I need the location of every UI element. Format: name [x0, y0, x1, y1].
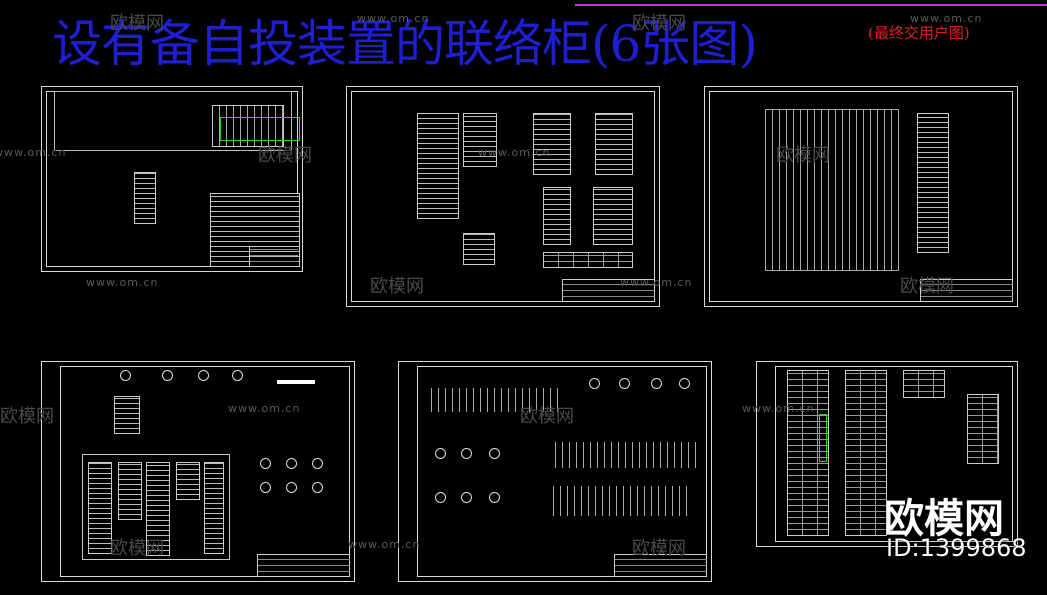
watermark-url: www.om.cn — [910, 12, 983, 25]
drawing-sheet-5[interactable] — [398, 361, 712, 582]
watermark-url: www.om.cn — [742, 402, 815, 415]
drawing-sheet-1[interactable] — [41, 86, 303, 272]
page-subtitle: (最终交用户图) — [868, 24, 970, 42]
watermark-brand: 欧模网 — [632, 538, 686, 559]
watermark-brand: 欧模网 — [0, 406, 54, 427]
watermark-brand: 欧模网 — [900, 276, 954, 297]
page-title: 设有备自投装置的联络柜(6张图) — [52, 15, 758, 73]
drawing-sheet-6[interactable] — [756, 361, 1018, 547]
asset-id: ID:1399868 — [886, 534, 1027, 562]
watermark-url: www.om.cn — [348, 538, 421, 551]
watermark-url: www.om.cn — [478, 146, 551, 159]
drawing-sheet-3[interactable] — [704, 86, 1018, 307]
drawing-sheet-4[interactable] — [41, 361, 355, 582]
drawing-sheet-2[interactable] — [346, 86, 660, 307]
watermark-brand: 欧模网 — [258, 145, 312, 166]
watermark-brand: 欧模网 — [370, 276, 424, 297]
watermark-url: www.om.cn — [620, 276, 693, 289]
watermark-url: www.om.cn — [228, 402, 301, 415]
brand-logo: 欧模网 — [884, 496, 1004, 542]
highlight-box — [819, 414, 827, 462]
highlight-box — [220, 117, 300, 141]
watermark-url: www.om.cn — [0, 146, 67, 159]
watermark-url: www.om.cn — [357, 12, 430, 25]
watermark-url: www.om.cn — [86, 276, 159, 289]
top-edge-line — [575, 0, 1047, 6]
watermark-brand: 欧模网 — [632, 13, 686, 34]
watermark-brand: 欧模网 — [110, 538, 164, 559]
watermark-brand: 欧模网 — [110, 13, 164, 34]
watermark-brand: 欧模网 — [520, 406, 574, 427]
watermark-brand: 欧模网 — [776, 145, 830, 166]
